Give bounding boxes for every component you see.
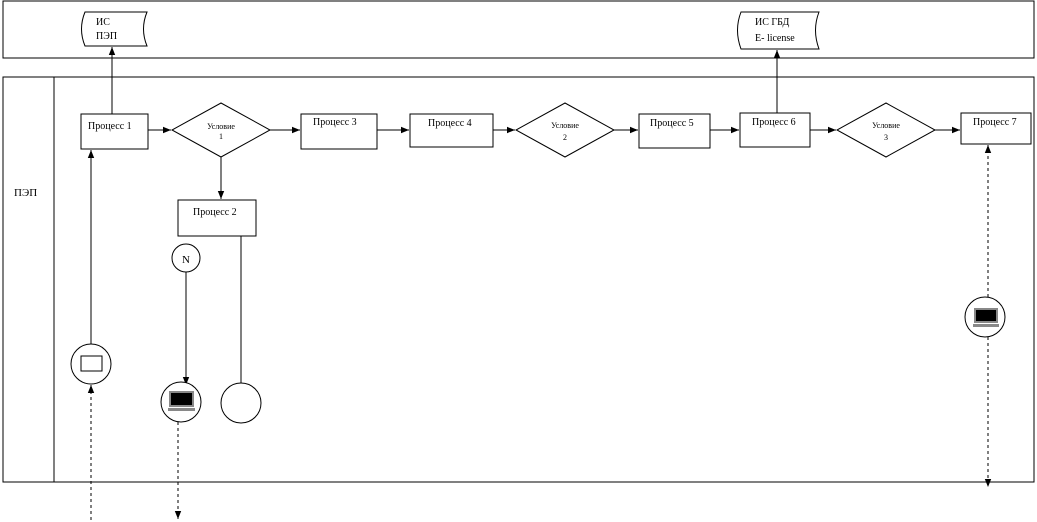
condition-2-line1: Условие (551, 121, 579, 130)
process-1-box (80, 113, 149, 150)
computer-icon (169, 391, 194, 407)
connector-n: N (171, 243, 201, 273)
condition-1-line1: Условие (207, 122, 235, 131)
process-6-box (739, 112, 811, 148)
process-3-label: Процесс 3 (313, 117, 357, 128)
process-2-label: Процесс 2 (193, 207, 237, 218)
condition-2-diamond (514, 102, 616, 158)
condition-2-line2: 2 (563, 133, 567, 142)
db1-line1: ИС (96, 17, 110, 28)
computer-event-bottom (160, 381, 202, 423)
main-lane (2, 76, 1035, 483)
condition-3-line1: Условие (872, 121, 900, 130)
db2-line2: E- license (755, 33, 795, 44)
start-event-document (70, 343, 112, 385)
condition-3-line2: 3 (884, 133, 888, 142)
process-4-label: Процесс 4 (428, 118, 472, 129)
condition-1-line2: 1 (219, 132, 223, 141)
process-1-label: Процесс 1 (88, 121, 132, 132)
process-3-box (300, 113, 378, 150)
db1-line2: ПЭП (96, 31, 117, 42)
process-6-label: Процесс 6 (752, 117, 796, 128)
process-2-box (177, 199, 257, 237)
process-7-box (960, 112, 1032, 145)
end-event (220, 382, 262, 424)
db2-line1: ИС ГБД (755, 17, 790, 28)
top-lane (2, 0, 1035, 59)
database-ic-pep: ИС ПЭП (81, 11, 148, 47)
process-4-box (409, 113, 494, 148)
process-7-label: Процесс 7 (973, 117, 1017, 128)
lane-label: ПЭП (14, 187, 37, 199)
condition-3-diamond (835, 102, 937, 158)
computer-icon-2 (974, 308, 998, 323)
computer-event-right (964, 296, 1006, 338)
process-5-box (638, 113, 711, 149)
database-ic-gbd: ИС ГБД E- license (737, 11, 820, 50)
connector-n-label: N (182, 254, 190, 266)
process-5-label: Процесс 5 (650, 118, 694, 129)
